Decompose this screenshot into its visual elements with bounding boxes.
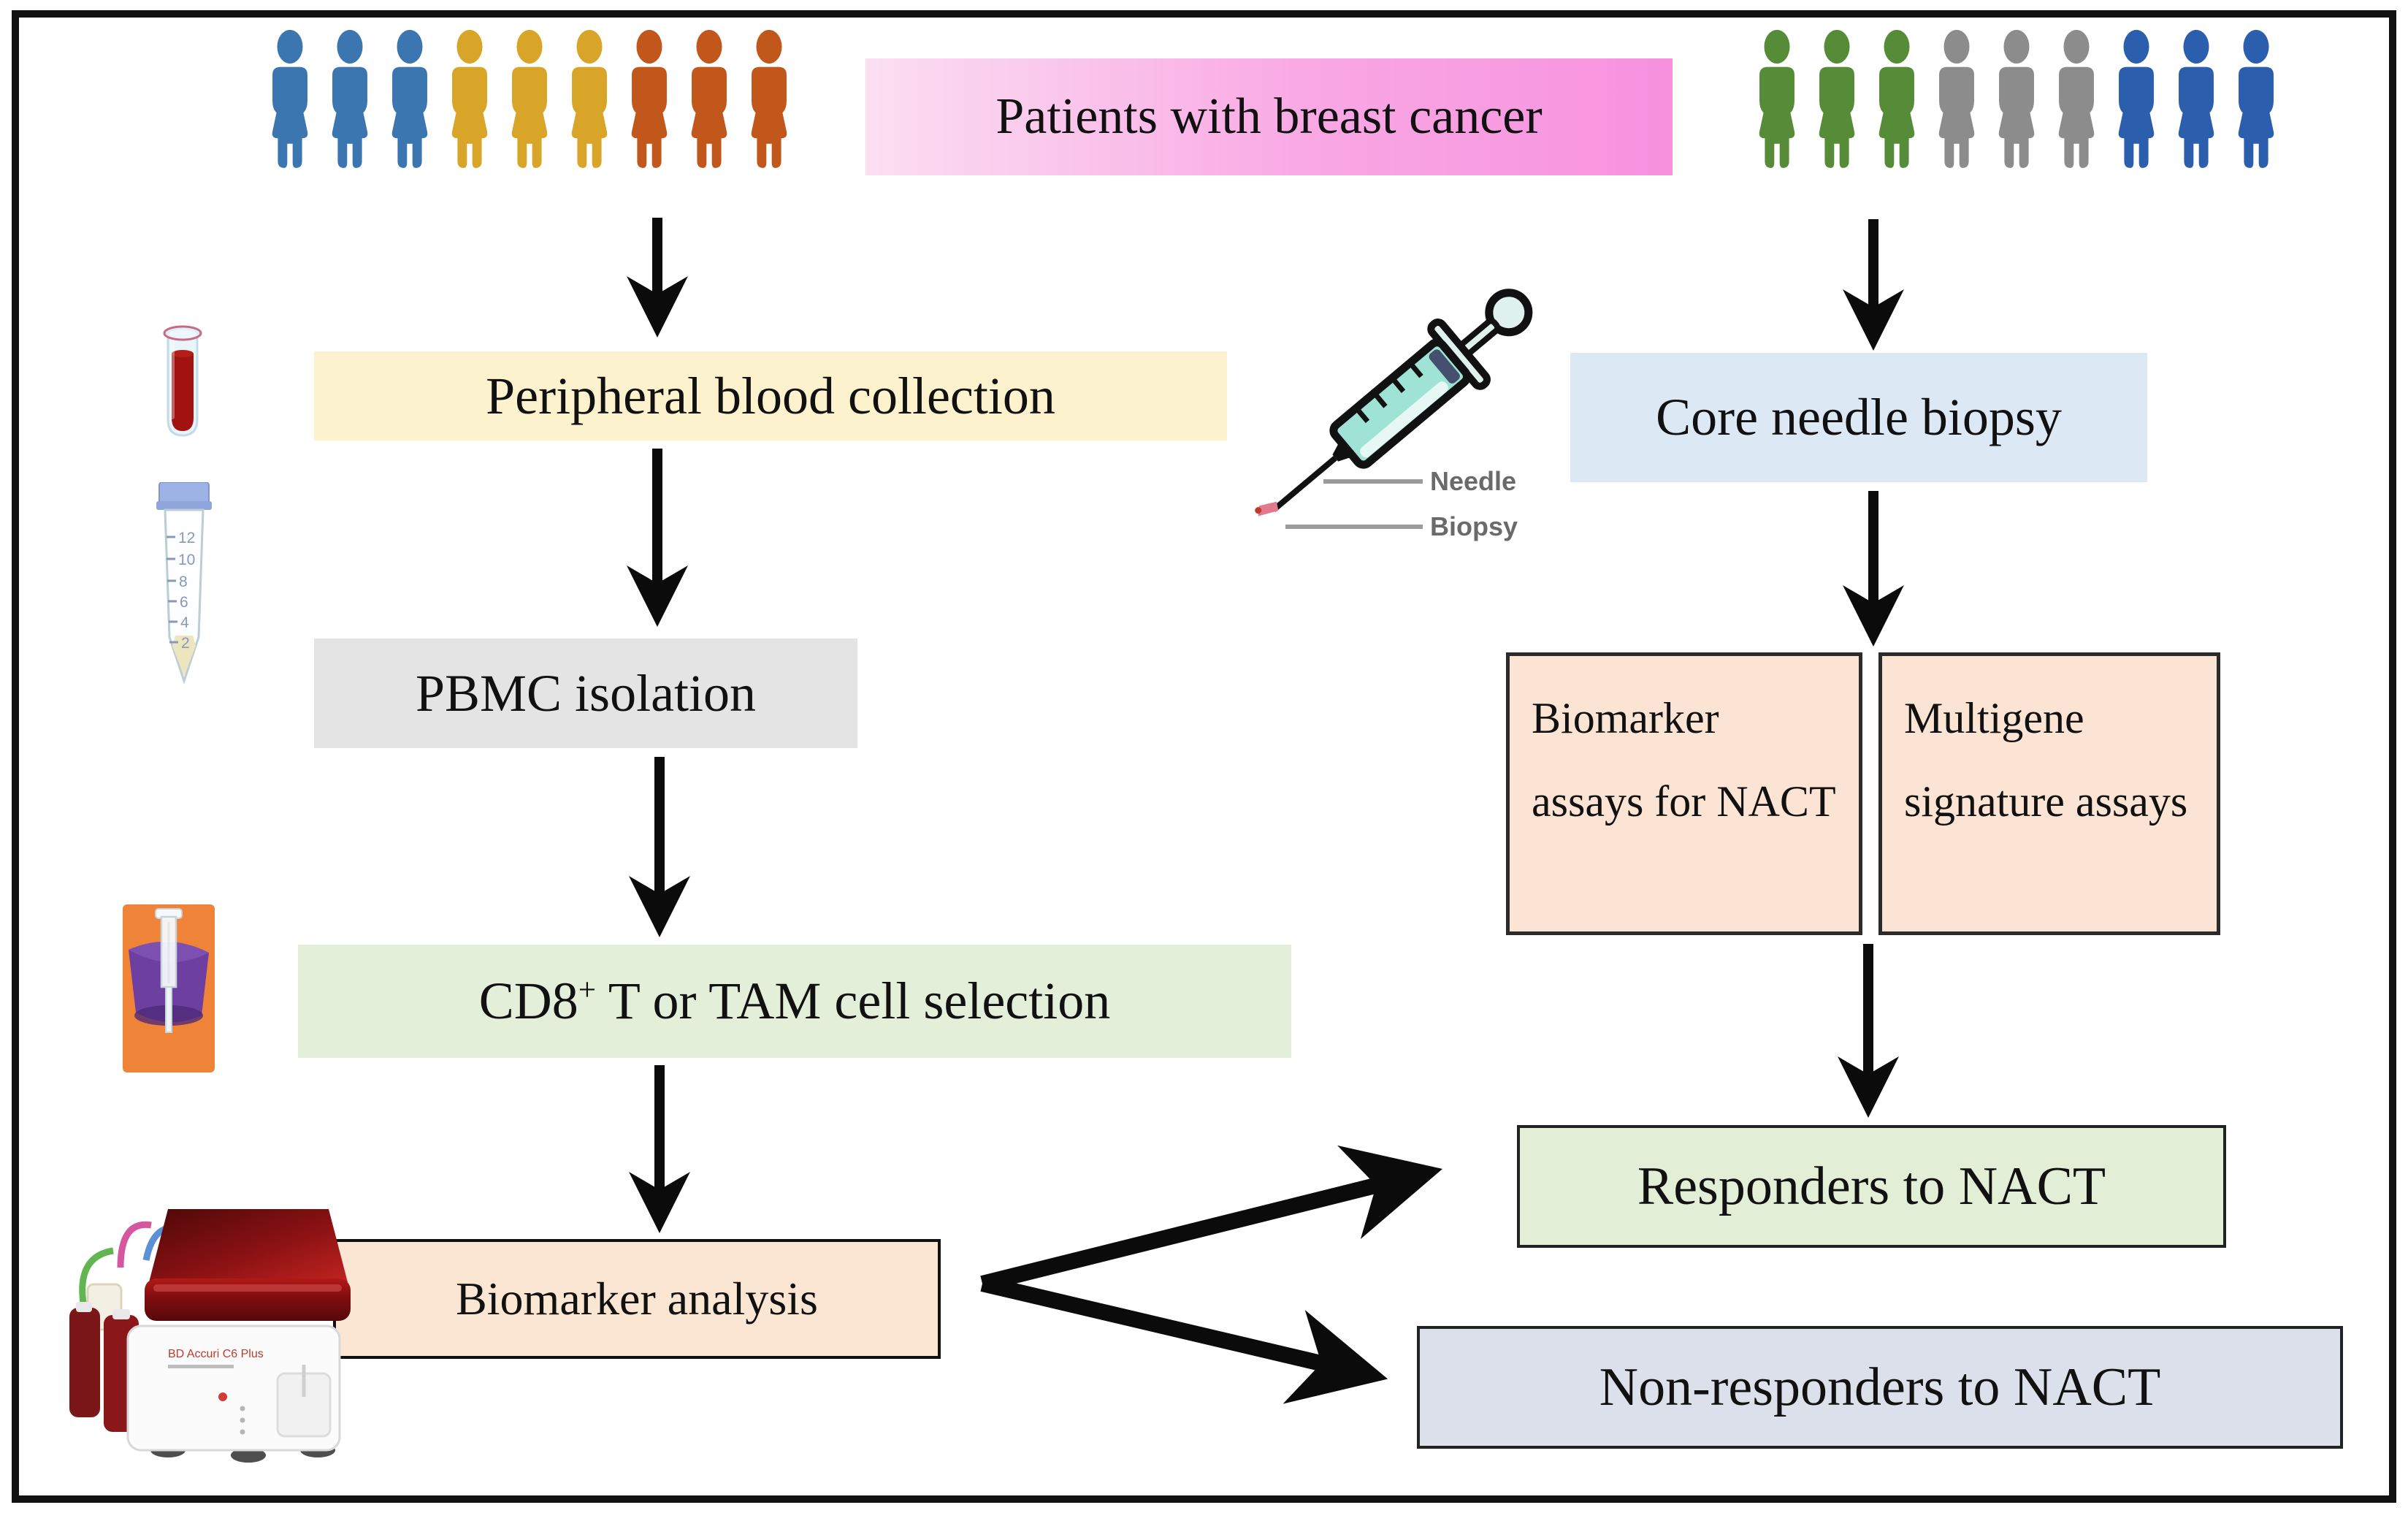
responders-box: Responders to NACT: [1517, 1125, 2226, 1248]
person-icon: [2109, 29, 2163, 184]
step-cell-selection-label: CD8+ T or TAM cell selection: [478, 972, 1111, 1030]
person-icon: [1930, 29, 1984, 184]
flow-cytometer-icon: BD Accuri C6 Plus: [69, 1209, 351, 1463]
step-peripheral-blood-box: Peripheral blood collection: [314, 351, 1227, 441]
step-cell-selection-box: CD8+ T or TAM cell selection: [298, 945, 1291, 1058]
person-icon: [263, 29, 317, 184]
multigene-signature-box: Multigene signature assays: [1878, 652, 2220, 935]
person-icon: [1990, 29, 2044, 184]
multigene-signature-label: Multigene signature assays: [1904, 694, 2188, 826]
patient-group-left: [263, 29, 796, 184]
cell-separation-column-icon: [123, 904, 215, 1072]
person-icon: [502, 29, 557, 184]
tube-graduation: 10: [178, 552, 195, 568]
title-label: Patients with breast cancer: [995, 88, 1543, 145]
needle-callout-label: Needle: [1430, 466, 1517, 496]
patient-group-right: [1750, 29, 2283, 184]
person-icon: [2049, 29, 2103, 184]
step-biomarker-analysis-box: Biomarker analysis: [333, 1239, 941, 1359]
person-icon: [682, 29, 736, 184]
person-icon: [562, 29, 616, 184]
person-icon: [443, 29, 497, 184]
person-icon: [2229, 29, 2283, 184]
step-pbmc-isolation-box: PBMC isolation: [314, 639, 857, 748]
tube-graduation: 2: [181, 635, 190, 652]
centrifuge-tube-icon: 12 10 8 6 4 2: [156, 482, 212, 685]
person-icon: [323, 29, 377, 184]
tube-graduation: 6: [180, 594, 188, 611]
person-icon: [1870, 29, 1924, 184]
biomarker-assays-label: Biomarker assays for NACT: [1532, 694, 1836, 826]
tube-graduation: 12: [178, 530, 195, 546]
cytometer-brand-label: BD Accuri C6 Plus: [168, 1348, 264, 1360]
outer-border: [12, 10, 2396, 1503]
step-core-needle-biopsy-box: Core needle biopsy: [1570, 353, 2147, 482]
blood-collection-tube-icon: [163, 325, 202, 437]
tube-graduation: 8: [179, 573, 188, 590]
person-icon: [1750, 29, 1804, 184]
person-icon: [1810, 29, 1864, 184]
non-responders-label: Non-responders to NACT: [1599, 1357, 2161, 1417]
person-icon: [383, 29, 437, 184]
responders-label: Responders to NACT: [1637, 1156, 2106, 1216]
step-pbmc-isolation-label: PBMC isolation: [415, 663, 757, 723]
step-core-needle-biopsy-label: Core needle biopsy: [1656, 388, 2062, 446]
person-icon: [2169, 29, 2223, 184]
tube-graduation: 4: [180, 614, 189, 631]
non-responders-box: Non-responders to NACT: [1417, 1326, 2343, 1449]
step-biomarker-analysis-label: Biomarker analysis: [456, 1273, 818, 1325]
person-icon: [622, 29, 676, 184]
biopsy-callout-label: Biopsy: [1430, 511, 1518, 541]
title-box: Patients with breast cancer: [865, 58, 1673, 175]
person-icon: [742, 29, 796, 184]
step-peripheral-blood-label: Peripheral blood collection: [486, 366, 1055, 425]
biomarker-assays-box: Biomarker assays for NACT: [1506, 652, 1862, 935]
